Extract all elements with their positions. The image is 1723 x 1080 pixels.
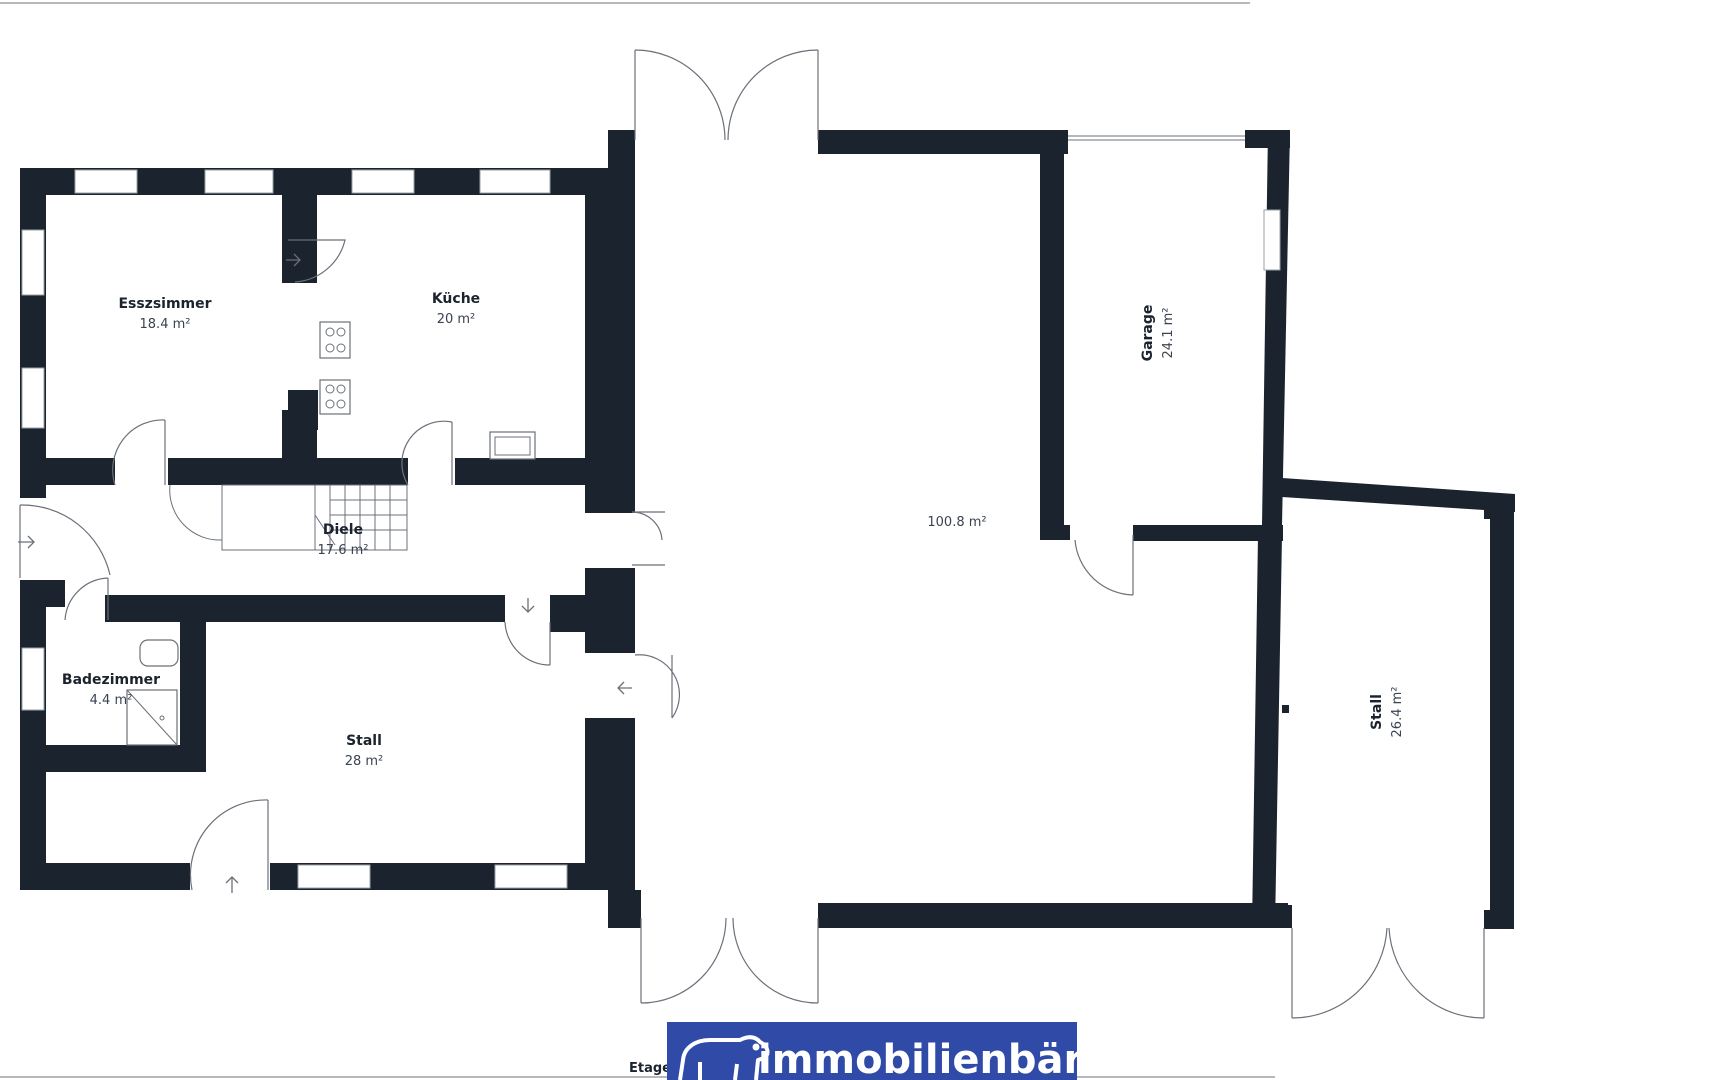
room-label-badezimmer: Badezimmer 4.4 m² — [62, 672, 160, 708]
room-name-garage: Garage — [1140, 305, 1156, 362]
room-area-badezimmer: 4.4 m² — [90, 693, 133, 708]
room-area-kueche: 20 m² — [437, 312, 476, 327]
logo-text: immobilienbär — [758, 1037, 1084, 1080]
room-label-garage: Garage 24.1 m² — [1140, 305, 1176, 362]
bear-icon — [678, 1035, 770, 1080]
house-walls — [20, 168, 635, 890]
staircase — [169, 484, 408, 551]
room-label-stall-right: Stall 26.4 m² — [1369, 687, 1405, 738]
etage-label: Etage — [629, 1061, 671, 1076]
house-windows — [21, 169, 568, 889]
room-label-main-hall: 100.8 m² — [927, 515, 986, 530]
company-logo: immobilienbär — [667, 1022, 1084, 1080]
room-area-garage: 24.1 m² — [1161, 308, 1176, 359]
room-area-stall-small: 28 m² — [345, 754, 384, 769]
hall-openings — [634, 49, 1485, 1019]
room-area-stall-right: 26.4 m² — [1390, 687, 1405, 738]
room-name-kueche: Küche — [432, 291, 480, 307]
room-name-stall-right: Stall — [1369, 694, 1385, 730]
hall-walls — [608, 130, 1515, 929]
house-fixtures — [18, 253, 632, 893]
room-area-esszimmer: 18.4 m² — [140, 317, 191, 332]
room-name-badezimmer: Badezimmer — [62, 672, 160, 688]
room-name-stall-small: Stall — [346, 733, 382, 749]
room-area-main-hall: 100.8 m² — [927, 515, 986, 530]
room-label-esszimmer: Esszsimmer 18.4 m² — [118, 296, 211, 332]
room-label-diele: Diele 17.6 m² — [318, 522, 369, 558]
room-label-stall-small: Stall 28 m² — [345, 733, 384, 769]
room-name-diele: Diele — [323, 522, 363, 538]
room-name-esszimmer: Esszsimmer — [118, 296, 211, 312]
room-label-kueche: Küche 20 m² — [432, 291, 480, 327]
room-area-diele: 17.6 m² — [318, 543, 369, 558]
